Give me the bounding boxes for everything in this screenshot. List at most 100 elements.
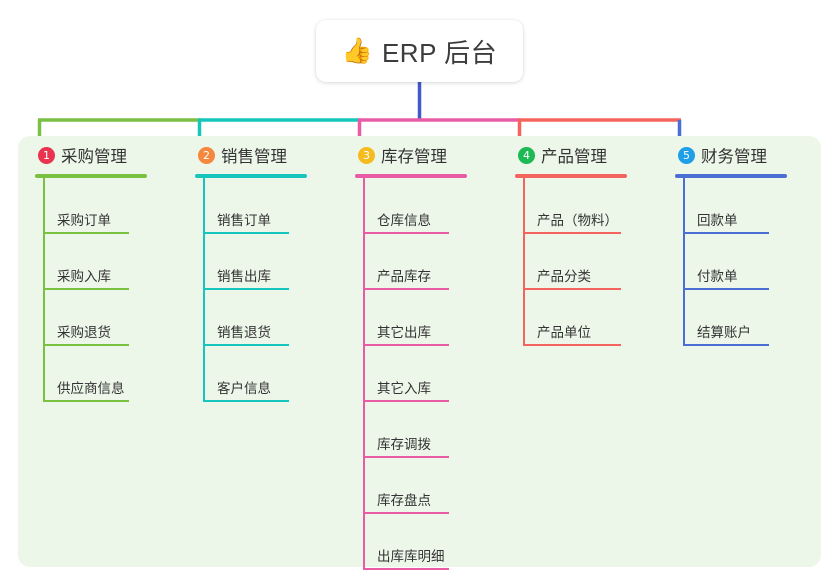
branch-item-underline (203, 288, 289, 290)
thumbs-up-icon: 👍 (341, 36, 373, 65)
branch-item-underline (43, 400, 129, 402)
branch-item-label: 其它出库 (377, 324, 431, 340)
branch-number-badge: 2 (198, 146, 215, 164)
branch-number-badge: 5 (678, 146, 695, 164)
branch-item[interactable]: 采购订单 (43, 178, 178, 234)
branch-item[interactable]: 销售出库 (203, 234, 338, 290)
branch-item-underline (363, 512, 449, 514)
branch-item-underline (203, 400, 289, 402)
branch-item-label: 仓库信息 (377, 212, 431, 228)
branch-item-label: 采购订单 (57, 212, 111, 228)
branch-number-badge: 4 (518, 146, 535, 164)
branch-item-label: 库存调拨 (377, 436, 431, 452)
branch-spine (203, 178, 205, 402)
branch-item[interactable]: 采购退货 (43, 290, 178, 346)
branch-item-underline (363, 288, 449, 290)
branch-header-4[interactable]: 4 产品管理 (515, 136, 658, 174)
branch-item[interactable]: 供应商信息 (43, 346, 178, 402)
branch-item[interactable]: 付款单 (683, 234, 818, 290)
branch-item-list: 仓库信息产品库存其它出库其它入库库存调拨库存盘点出库库明细 (363, 178, 498, 570)
branch-item-underline (203, 232, 289, 234)
branch-item-underline (523, 288, 621, 290)
branch-item-label: 销售退货 (217, 324, 271, 340)
branches-panel (18, 136, 821, 567)
branch-number-badge: 3 (358, 146, 375, 164)
branch-item-label: 产品库存 (377, 268, 431, 284)
branch-title: 产品管理 (541, 148, 607, 166)
branch-spine (363, 178, 365, 570)
branch-item[interactable]: 客户信息 (203, 346, 338, 402)
branch-item-label: 产品单位 (537, 324, 591, 340)
branch-title: 库存管理 (381, 148, 447, 166)
branch-item-underline (363, 344, 449, 346)
branch-item-label: 产品分类 (537, 268, 591, 284)
root-title: ERP 后台 (381, 37, 498, 68)
branch-item[interactable]: 库存盘点 (363, 458, 498, 514)
branch-item-underline (203, 344, 289, 346)
branch-item-label: 回款单 (697, 212, 738, 228)
branch-item[interactable]: 其它出库 (363, 290, 498, 346)
branch-item-underline (43, 344, 129, 346)
branch-item-label: 采购入库 (57, 268, 111, 284)
branch-item-underline (523, 344, 621, 346)
branch-item-label: 客户信息 (217, 380, 271, 396)
branch-column-3: 3 库存管理仓库信息产品库存其它出库其它入库库存调拨库存盘点出库库明细 (338, 136, 498, 570)
branch-column-4: 4 产品管理产品（物料） 产品分类产品单位 (498, 136, 658, 567)
branch-number-badge: 1 (38, 146, 55, 164)
branch-item-underline (43, 288, 129, 290)
branch-item-underline (683, 288, 769, 290)
branch-item-underline (683, 232, 769, 234)
branch-item-label: 出库库明细 (377, 548, 445, 564)
branch-underline (675, 174, 787, 178)
branch-item-underline (363, 456, 449, 458)
branch-item[interactable]: 产品分类 (523, 234, 658, 290)
branch-spine (683, 178, 685, 346)
branch-item-list: 产品（物料） 产品分类产品单位 (523, 178, 658, 346)
branch-item-label: 采购退货 (57, 324, 111, 340)
branch-item-label: 其它入库 (377, 380, 431, 396)
branch-item-label: 销售订单 (217, 212, 271, 228)
root-node[interactable]: 👍 ERP 后台 (316, 20, 523, 82)
branch-item[interactable]: 仓库信息 (363, 178, 498, 234)
branch-underline (355, 174, 467, 178)
branch-item-label: 产品（物料） (537, 212, 618, 228)
branch-item[interactable]: 产品单位 (523, 290, 658, 346)
branch-item-label: 结算账户 (697, 324, 751, 340)
branch-item-underline (363, 232, 449, 234)
branch-item-underline (523, 232, 621, 234)
branch-item-underline (43, 232, 129, 234)
branch-item[interactable]: 采购入库 (43, 234, 178, 290)
branch-item[interactable]: 回款单 (683, 178, 818, 234)
branch-underline (195, 174, 307, 178)
branch-item[interactable]: 销售退货 (203, 290, 338, 346)
branch-item[interactable]: 出库库明细 (363, 514, 498, 570)
branch-underline (515, 174, 627, 178)
branch-item-label: 库存盘点 (377, 492, 431, 508)
branch-item-label: 供应商信息 (57, 380, 125, 396)
branch-item[interactable]: 库存调拨 (363, 402, 498, 458)
branch-underline (35, 174, 147, 178)
branch-spine (43, 178, 45, 402)
branch-item[interactable]: 销售订单 (203, 178, 338, 234)
branch-item[interactable]: 产品（物料） (523, 178, 658, 234)
branch-item-underline (363, 400, 449, 402)
branch-item[interactable]: 结算账户 (683, 290, 818, 346)
branch-item-label: 销售出库 (217, 268, 271, 284)
branch-header-3[interactable]: 3 库存管理 (355, 136, 498, 174)
branch-column-1: 1 采购管理采购订单采购入库采购退货供应商信息 (18, 136, 178, 567)
branch-item-list: 采购订单采购入库采购退货供应商信息 (43, 178, 178, 402)
branch-title: 采购管理 (61, 148, 127, 166)
branch-item[interactable]: 产品库存 (363, 234, 498, 290)
branch-item-list: 销售订单销售出库销售退货客户信息 (203, 178, 338, 402)
branch-header-1[interactable]: 1 采购管理 (35, 136, 178, 174)
branch-spine (523, 178, 525, 346)
branch-item-label: 付款单 (697, 268, 738, 284)
branch-item-underline (683, 344, 769, 346)
branch-item[interactable]: 其它入库 (363, 346, 498, 402)
